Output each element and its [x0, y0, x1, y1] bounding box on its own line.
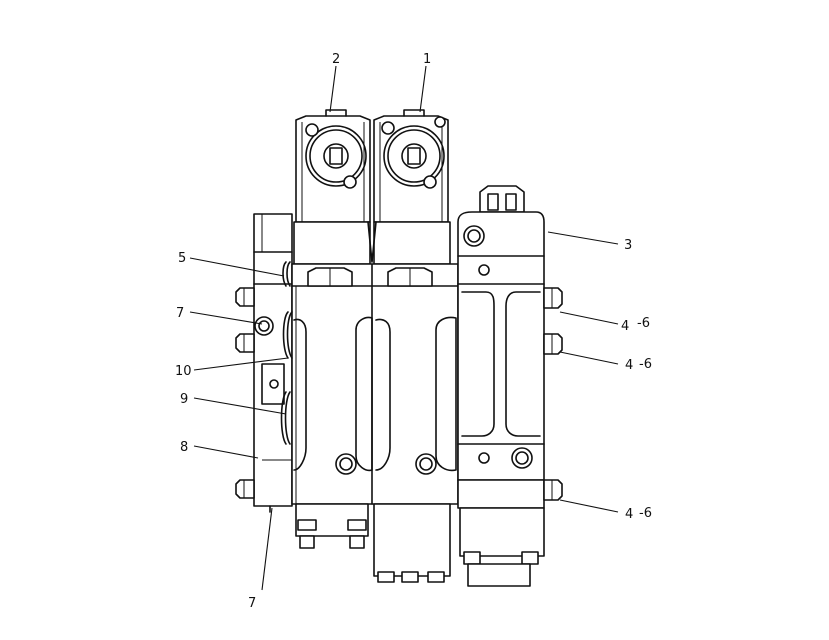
callout-5: 5 — [178, 251, 186, 266]
callout-4-a: 4 — [621, 319, 629, 334]
solenoid-right — [373, 109, 449, 223]
callout-4-c: 4 — [625, 507, 633, 522]
callout-9: 9 — [180, 392, 188, 407]
right-valve-section — [457, 185, 545, 481]
callout-7-b: 7 — [248, 596, 256, 611]
bolts-right — [543, 287, 563, 501]
left-end-plate — [253, 213, 293, 513]
valve-body-sections — [291, 221, 459, 505]
callout-3: 3 — [624, 238, 632, 253]
leader-lines — [189, 65, 619, 591]
callout-6-a: -6 — [637, 316, 650, 331]
callout-10: 10 — [175, 364, 192, 379]
callout-7-a: 7 — [176, 306, 184, 321]
bolts-left — [235, 287, 274, 499]
callout-1: 1 — [423, 52, 431, 67]
callout-8: 8 — [180, 440, 188, 455]
callout-6-b: -6 — [639, 357, 652, 372]
bottom-left-plug — [295, 503, 369, 549]
bottom-center-plug — [373, 503, 451, 583]
bottom-right-plug — [457, 479, 545, 587]
callout-4-b: 4 — [625, 358, 633, 373]
solenoid-left — [295, 109, 371, 223]
seal-rings — [280, 261, 293, 445]
callout-2: 2 — [332, 52, 340, 67]
callout-6-c: -6 — [639, 506, 652, 521]
